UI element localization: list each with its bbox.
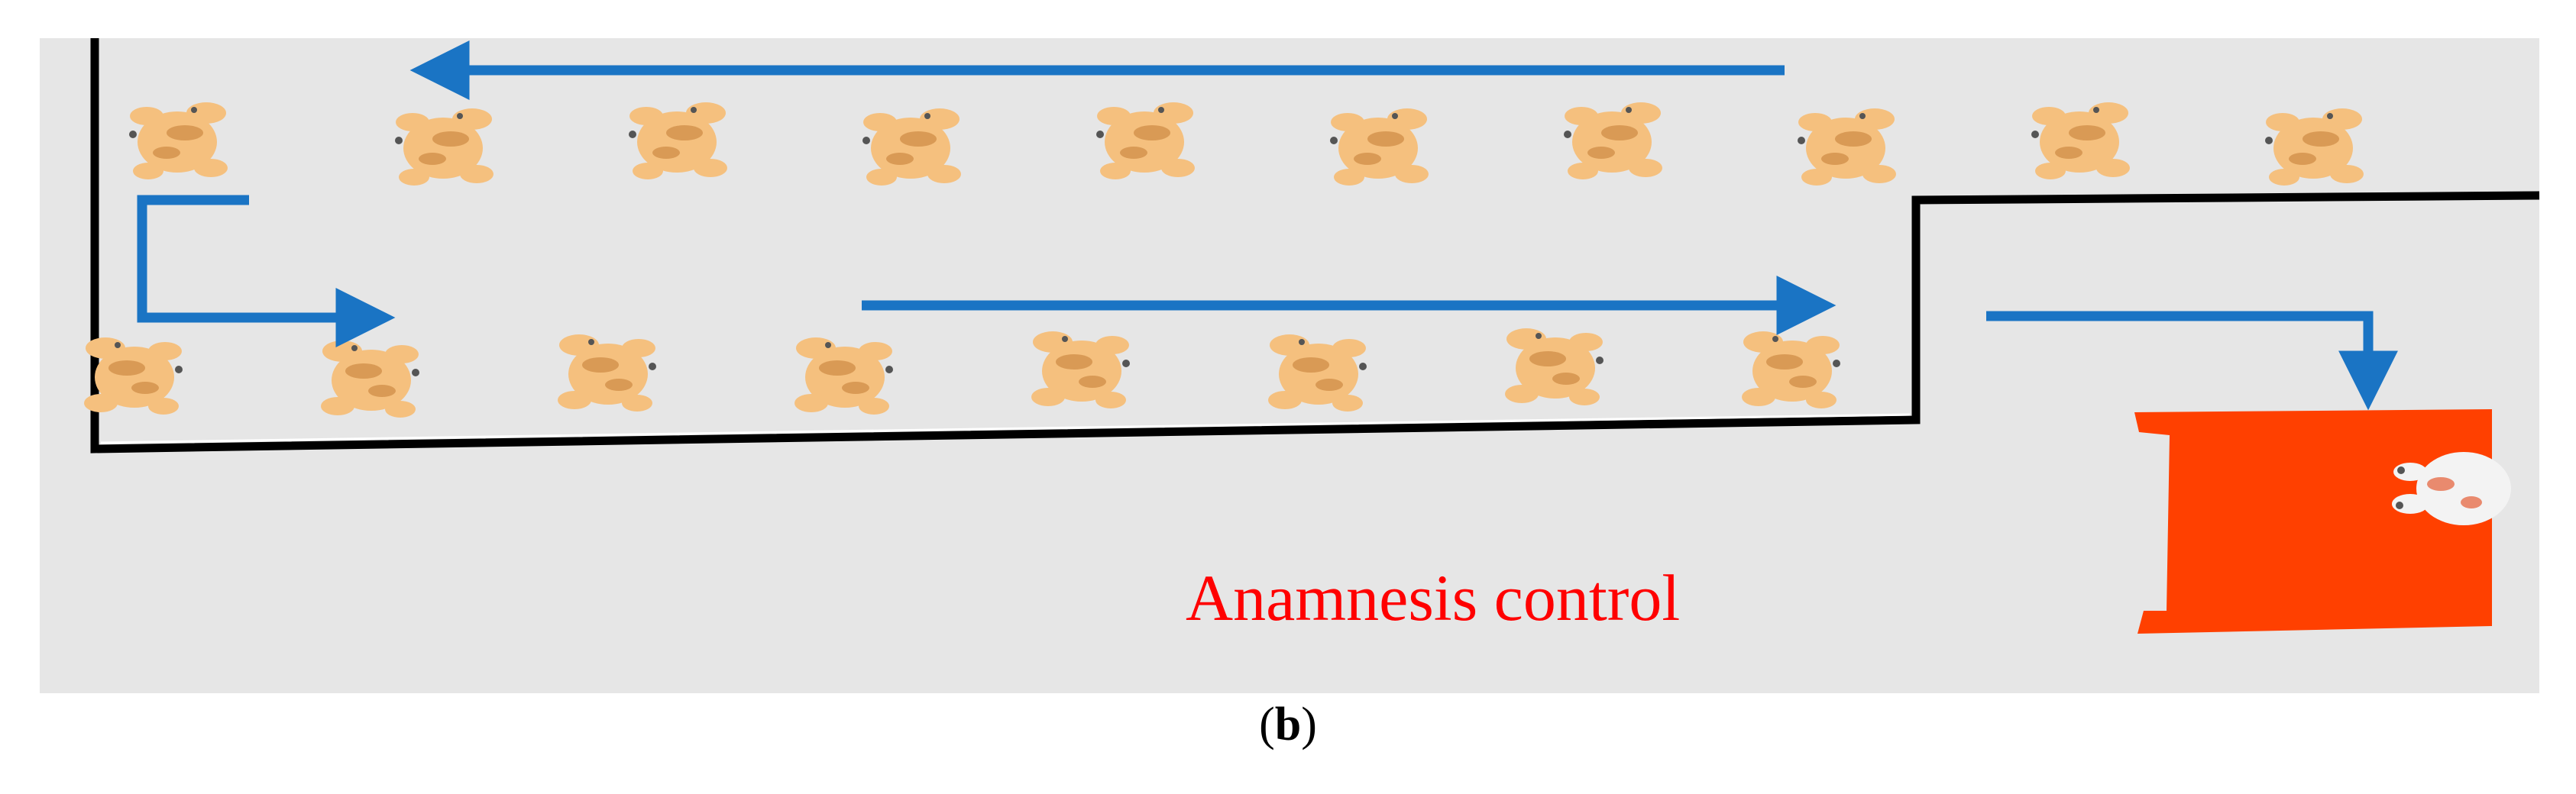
animal-icon [2265,108,2364,186]
animals-bottom-row [84,328,1840,418]
caption-letter: b [1274,699,1302,750]
caption-close-paren: ) [1301,699,1317,750]
animal-icon [129,102,228,179]
flow-arrows [137,40,2398,411]
caption-open-paren: ( [1259,699,1275,750]
animal-icon [1564,102,1662,179]
animal-in-control-box [2392,452,2511,525]
animal-icon [321,341,419,418]
corridor-wall-highlight [100,413,1911,444]
animal-icon [1330,108,1429,186]
animals-top-row [129,102,2364,186]
panel-caption: (b) [0,701,2576,748]
anamnesis-control-label: Anamnesis control [1186,561,1681,634]
animal-icon [794,337,893,415]
arrow-turn-down-right [137,195,396,347]
animal-icon [558,334,656,412]
animal-icon [1798,108,1896,186]
animal-icon [862,108,961,186]
control-station [2134,409,2511,634]
control-box [2134,409,2492,634]
arrow-to-control [1986,311,2398,411]
animal-icon [1031,331,1130,408]
animal-icon [1268,334,1367,412]
animal-icon [84,337,183,415]
animal-icon [1742,331,1840,408]
animal-icon [1505,328,1604,405]
animal-icon [629,102,727,179]
animal-icon [395,108,494,186]
animal-icon [1096,102,1195,179]
corridor-wall [90,38,2540,453]
animal-icon [2031,102,2130,179]
